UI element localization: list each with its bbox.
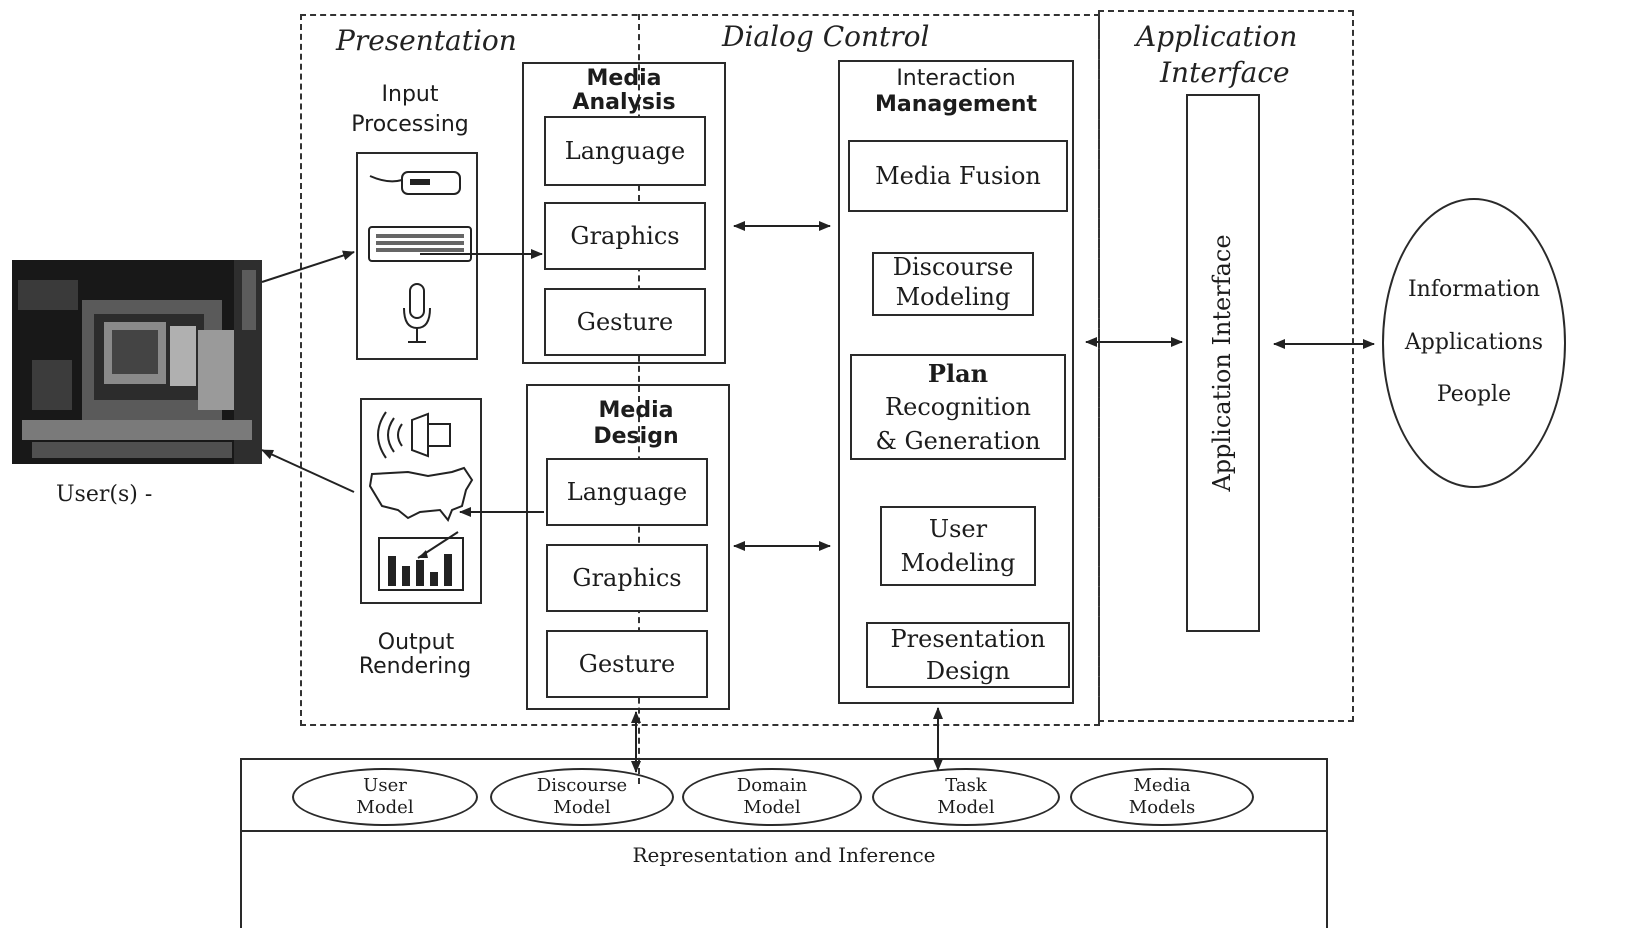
task-model-ellipse: Task Model (872, 768, 1060, 826)
domain-model-line2: Model (743, 797, 801, 818)
input-processing-label-line1: Input (381, 82, 439, 107)
application-interface-box (1186, 94, 1260, 632)
media-design-gesture: Gesture (546, 630, 708, 698)
discourse-model-line2: Model (553, 797, 611, 818)
microphone-icon (398, 282, 438, 352)
user-modeling-line2: Modeling (900, 549, 1016, 577)
keyboard-icon (368, 226, 474, 268)
representation-inference-box (240, 758, 1328, 928)
media-models-ellipse: Media Models (1070, 768, 1254, 826)
input-devices-box (356, 152, 478, 360)
media-analysis-language: Language (544, 116, 706, 186)
interaction-management-title-line1: Interaction (896, 66, 1016, 91)
application-interface-region (1098, 10, 1354, 722)
task-model-line1: Task (945, 775, 987, 797)
discourse-modeling-box (872, 252, 1034, 316)
media-design-graphics: Graphics (546, 544, 708, 612)
discourse-modeling-line1: Discourse (892, 253, 1014, 281)
domain-model-ellipse: Domain Model (682, 768, 862, 826)
user-modeling-line1: User (928, 515, 988, 543)
plan-recognition-line1: Plan (927, 359, 989, 388)
task-model-line2: Model (937, 797, 995, 818)
external-people: People (1436, 382, 1512, 408)
media-analysis-title-line2: Analysis (572, 90, 676, 115)
media-analysis-box (522, 62, 726, 364)
presentation-design-line1: Presentation (890, 625, 1046, 653)
input-processing-label-line2: Processing (351, 112, 469, 137)
user-model-ellipse: User Model (292, 768, 478, 826)
speaker-icon (372, 410, 462, 464)
application-interface-vertical-label: Application Interface (1208, 234, 1236, 492)
application-interface-label-line1: Application (1136, 20, 1298, 53)
media-design-title-line1: Media (598, 398, 674, 423)
map-icon (368, 466, 478, 526)
plan-recognition-line2: Recognition (885, 393, 1031, 421)
media-design-title-line2: Design (593, 424, 679, 449)
media-design-language: Language (546, 458, 708, 526)
media-analysis-title-line1: Media (586, 66, 662, 91)
media-models-line1: Media (1133, 775, 1191, 797)
interaction-management-title-line2: Management (875, 92, 1037, 117)
discourse-model-line1: Discourse (536, 775, 628, 797)
output-devices-box (360, 398, 482, 604)
media-analysis-gesture: Gesture (544, 288, 706, 356)
external-entities-ellipse: Information Applications People (1382, 198, 1566, 488)
output-rendering-label-line1: Output (377, 630, 455, 655)
user-modeling-box (880, 506, 1036, 586)
presentation-dialog-divider (638, 14, 640, 784)
representation-inference-label: Representation and Inference (632, 843, 936, 867)
output-rendering-label-line2: Rendering (358, 654, 472, 679)
domain-model-line1: Domain (736, 775, 808, 797)
media-models-line2: Models (1128, 797, 1196, 818)
plan-recognition-box (850, 354, 1066, 460)
user-model-line2: Model (356, 797, 414, 818)
presentation-label: Presentation (336, 24, 517, 57)
discourse-model-ellipse: Discourse Model (490, 768, 674, 826)
external-information: Information (1407, 276, 1541, 302)
presentation-design-box (866, 622, 1070, 688)
interaction-management-box (838, 60, 1074, 704)
external-applications: Applications (1404, 329, 1544, 355)
media-design-box (526, 384, 730, 710)
presentation-design-line2: Design (925, 657, 1011, 685)
dialog-control-label: Dialog Control (722, 20, 930, 53)
plan-recognition-line3: & Generation (875, 427, 1041, 455)
media-analysis-graphics: Graphics (544, 202, 706, 270)
media-fusion-box: Media Fusion (848, 140, 1068, 212)
discourse-modeling-line2: Modeling (895, 283, 1011, 311)
representation-divider (240, 830, 1328, 832)
bar-chart-icon (378, 528, 468, 596)
users-label: User(s) - (56, 482, 153, 507)
user-model-line1: User (363, 775, 407, 797)
user-workstation-photo (12, 260, 262, 464)
mouse-icon (368, 166, 468, 202)
application-interface-label-line2: Interface (1160, 56, 1290, 89)
